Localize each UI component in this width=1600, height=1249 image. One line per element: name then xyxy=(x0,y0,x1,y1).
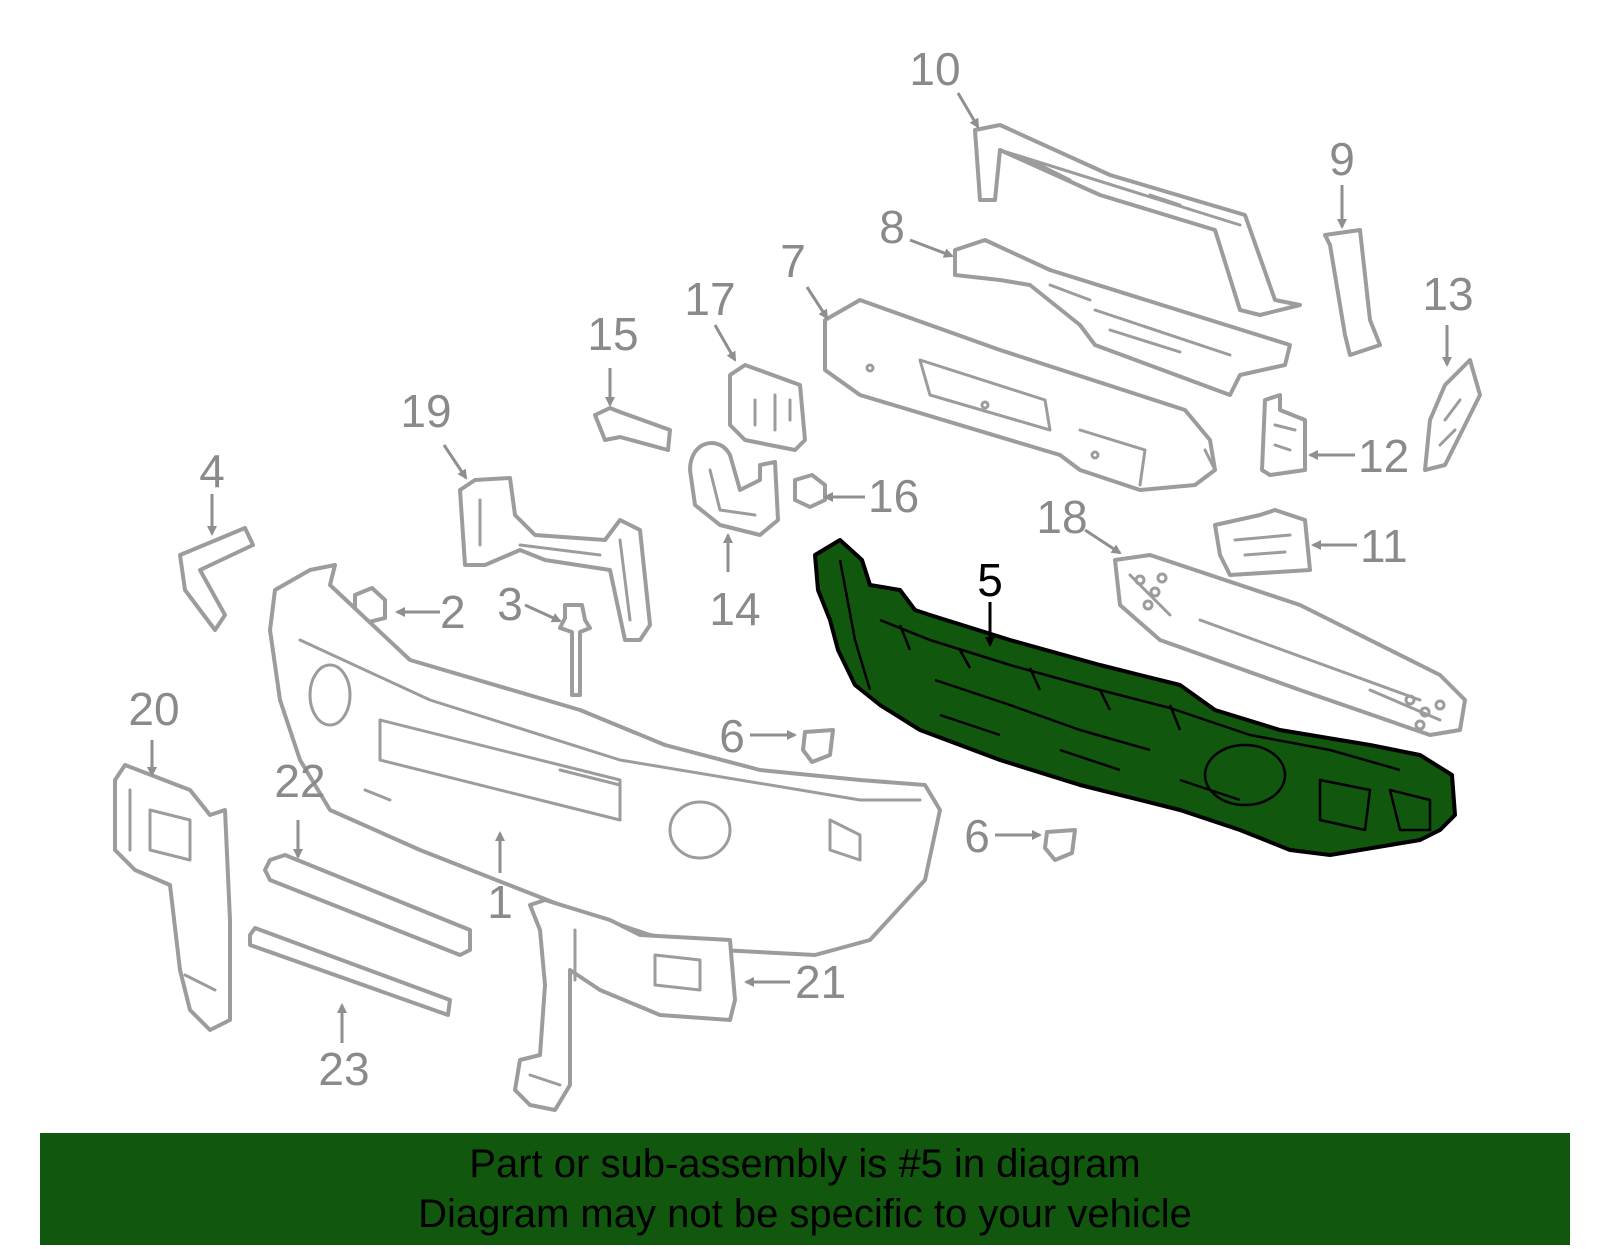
part-6-retainer-lower xyxy=(1043,828,1077,862)
callout-10: 10 xyxy=(909,43,960,95)
callout-1: 1 xyxy=(487,876,513,928)
callout-6-upper: 6 xyxy=(719,710,745,762)
callout-18: 18 xyxy=(1036,491,1087,543)
callout-labels: 1 2 3 4 5 6 6 7 8 9 10 11 12 13 14 15 16… xyxy=(128,43,1473,1095)
part-5-energy-absorber-highlighted xyxy=(813,538,1457,857)
callout-5: 5 xyxy=(977,554,1003,606)
banner-line-disclaimer: Diagram may not be specific to your vehi… xyxy=(418,1192,1192,1236)
callout-23: 23 xyxy=(318,1043,369,1095)
part-19-frame-bracket xyxy=(458,476,652,642)
leader-lines xyxy=(147,92,1452,1043)
callout-2: 2 xyxy=(440,586,466,638)
part-9-strap xyxy=(1323,228,1382,357)
part-16-nut xyxy=(793,473,827,509)
callout-17: 17 xyxy=(684,273,735,325)
part-6-retainer-upper xyxy=(801,728,835,764)
part-10-upper-bracket xyxy=(973,123,1302,317)
callout-20: 20 xyxy=(128,683,179,735)
part-17-hinge-bracket xyxy=(728,363,807,452)
callout-3: 3 xyxy=(497,578,523,630)
part-3-stud xyxy=(558,603,592,697)
callout-14: 14 xyxy=(709,583,760,635)
part-23-lower-strip xyxy=(248,926,452,1017)
part-11-bracket-plate xyxy=(1213,508,1312,577)
callout-6-lower: 6 xyxy=(964,810,990,862)
callout-8: 8 xyxy=(879,201,905,253)
callout-15: 15 xyxy=(587,308,638,360)
part-7-bumper-beam xyxy=(823,298,1217,492)
part-22-trim-strip xyxy=(263,853,472,957)
part-1-bumper-cover xyxy=(268,563,942,957)
callout-7: 7 xyxy=(780,235,806,287)
callout-12: 12 xyxy=(1358,430,1409,482)
callout-11: 11 xyxy=(1360,520,1408,572)
callout-16: 16 xyxy=(868,470,919,522)
part-8-reinforcement xyxy=(953,238,1292,397)
callout-21: 21 xyxy=(795,956,846,1008)
callout-9: 9 xyxy=(1329,133,1355,185)
part-20-left-bracket xyxy=(113,763,232,1032)
callout-13: 13 xyxy=(1422,268,1473,320)
banner-line-part-number: Part or sub-assembly is #5 in diagram xyxy=(469,1142,1141,1186)
part-4-corner-bracket xyxy=(178,526,255,632)
part-14-tow-hook xyxy=(688,441,780,537)
callout-4: 4 xyxy=(199,445,225,497)
part-13-side-bracket xyxy=(1423,358,1482,472)
part-21-right-bracket xyxy=(513,898,737,1112)
info-banner: Part or sub-assembly is #5 in diagram Di… xyxy=(40,1133,1570,1245)
part-18-lower-grille xyxy=(1113,553,1467,737)
callout-19: 19 xyxy=(400,385,451,437)
callout-22: 22 xyxy=(274,755,325,807)
part-12-mount-bracket xyxy=(1260,393,1307,477)
part-15-bolt xyxy=(593,406,672,452)
